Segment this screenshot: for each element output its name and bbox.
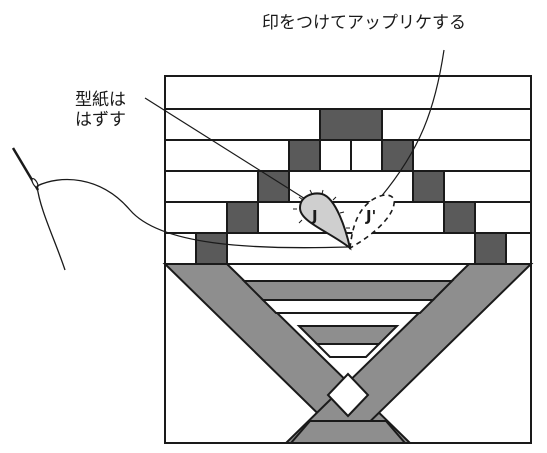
dark-square [412, 170, 445, 203]
dark-square [195, 232, 228, 265]
dark-square [474, 232, 507, 265]
j-prime-marked-piece [349, 194, 395, 250]
piece-label-j: J [311, 207, 318, 225]
dark-square [319, 108, 383, 141]
label-remove-line-2: はずす [75, 110, 126, 130]
needle-and-thread [11, 147, 349, 271]
thread-line [36, 178, 349, 249]
label-apply: 印をつけてアップリケする [262, 13, 466, 33]
dark-square [288, 139, 321, 172]
j-template-piece [298, 192, 352, 251]
center-diamond [326, 372, 370, 418]
stitch-marks [293, 189, 350, 229]
needle-eye-icon [31, 177, 39, 189]
leader-line-remove [144, 97, 311, 203]
label-remove-line-1: 型紙は [75, 90, 126, 110]
piece-label-j-prime: J' [365, 207, 376, 225]
label-remove-template: 型紙は はずす [75, 90, 126, 130]
thread-tail [36, 185, 66, 271]
white-gap [314, 343, 382, 358]
dark-square [257, 170, 290, 203]
dark-square [443, 201, 476, 234]
dark-square [226, 201, 259, 234]
dark-square [381, 139, 414, 172]
horizontal-bar [296, 325, 400, 345]
leader-line-apply [379, 49, 445, 199]
bottom-trapezoid [288, 420, 408, 444]
white-gap [260, 299, 436, 314]
horizontal-bar [241, 280, 455, 301]
